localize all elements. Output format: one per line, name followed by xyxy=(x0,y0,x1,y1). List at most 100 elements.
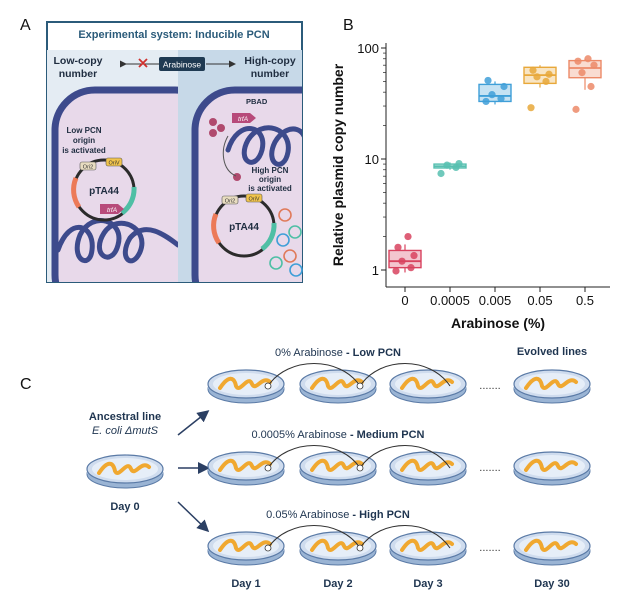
low-copy-label-1: Low-copy xyxy=(54,55,103,67)
row-arabinose: 0.05% Arabinose xyxy=(266,509,349,521)
data-point xyxy=(488,91,496,99)
data-point xyxy=(578,69,586,77)
plasmid-right-resistance xyxy=(211,213,222,245)
plate-row2-day1 xyxy=(299,531,377,566)
plasmid-copy xyxy=(278,208,292,222)
bacteria-streak xyxy=(218,458,272,472)
plasmid-left-gene xyxy=(120,186,137,216)
data-point xyxy=(497,95,505,103)
plate-row1-day1 xyxy=(299,451,377,486)
trfa-arrow-right xyxy=(232,113,256,123)
arabinose-box xyxy=(159,57,205,71)
data-point xyxy=(410,251,418,260)
x-tick-label: 0.0005 xyxy=(430,293,470,308)
data-point xyxy=(482,97,490,106)
bacteria-streak xyxy=(218,538,272,552)
transfer-pick xyxy=(264,544,272,552)
data-point xyxy=(590,61,598,69)
row-arabinose: 0.0005% Arabinose xyxy=(251,429,346,441)
panel-a-letter: A xyxy=(20,17,31,34)
low-copy-label-2: number xyxy=(59,68,98,80)
row-pcn: - High PCN xyxy=(349,509,410,521)
panel-a-title: Experimental system: Inducible PCN xyxy=(78,29,269,41)
data-point xyxy=(443,161,451,169)
data-point xyxy=(484,76,492,85)
bacteria-streak xyxy=(310,538,364,552)
bacteria-streak xyxy=(400,376,454,390)
low-pcn-note-1: Low PCN xyxy=(66,126,101,135)
protein-path xyxy=(222,135,237,177)
data-point xyxy=(529,66,537,74)
day-label: Day 30 xyxy=(534,578,569,590)
data-point xyxy=(392,267,400,275)
low-pcn-note-2: origin xyxy=(73,136,95,145)
oriv-right xyxy=(245,193,263,203)
transfer-pick xyxy=(356,464,364,472)
high-copy-label-1: High-copy xyxy=(244,55,295,67)
row-pcn: - Low PCN xyxy=(343,347,401,359)
high-copy-label-2: number xyxy=(251,68,290,80)
data-point xyxy=(533,73,541,81)
x-tick-label: 0.05 xyxy=(527,293,552,308)
transfer-pick xyxy=(356,382,364,390)
data-point xyxy=(437,169,445,178)
trfa-protein-3 xyxy=(209,129,217,137)
ellipsis: ....... xyxy=(479,380,500,392)
plasmid-left-label: pTA44 xyxy=(89,186,119,197)
high-pcn-note-3: is activated xyxy=(248,184,292,193)
plasmid-copy xyxy=(283,249,297,263)
plasmid-right-gene xyxy=(260,222,277,252)
panel-b-letter: B xyxy=(343,17,354,34)
high-pcn-note-1: High PCN xyxy=(252,166,289,175)
plate-row2-day3 xyxy=(513,531,591,566)
plasmid-right-label: pTA44 xyxy=(229,222,259,233)
panel-c-letter: C xyxy=(20,376,32,393)
low-pcn-note-3: is activated xyxy=(62,146,106,155)
plate-row2-day0 xyxy=(207,531,285,566)
panel-c: Ancestral line E. coli ΔmutS Day 0 Evolv… xyxy=(86,346,591,590)
data-point xyxy=(587,82,595,91)
plate-row0-day3 xyxy=(513,369,591,404)
day-label: Day 1 xyxy=(231,578,260,590)
ellipsis: ....... xyxy=(479,542,500,554)
block-x-icon xyxy=(138,58,148,68)
arrow-to-low xyxy=(177,410,210,436)
trfa-protein-1 xyxy=(209,118,217,126)
plate-row1-day0 xyxy=(207,451,285,486)
plasmid-copy xyxy=(289,263,303,277)
row-label-2: 0.05% Arabinose - High PCN xyxy=(266,509,410,521)
trfa-arrow-left xyxy=(100,204,124,214)
bacteria-streak xyxy=(524,458,578,472)
chromosome-left xyxy=(55,218,178,264)
data-point xyxy=(394,243,402,251)
transfer-pick xyxy=(264,382,272,390)
row-arabinose: 0% Arabinose xyxy=(275,347,343,359)
plate-row0-day2 xyxy=(389,369,467,404)
day0-label: Day 0 xyxy=(110,501,139,513)
ori2-left-label: Ori2 xyxy=(83,165,93,171)
ancestral-line-label: Ancestral line xyxy=(89,411,161,423)
bacteria-streak xyxy=(524,538,578,552)
x-tick-label: 0.005 xyxy=(479,293,512,308)
transfer-pick xyxy=(356,544,364,552)
low-copy-cell xyxy=(51,86,178,282)
data-point xyxy=(398,257,406,265)
y-tick-label: 100 xyxy=(357,41,379,56)
panel-a: Experimental system: Inducible PCN Low-c… xyxy=(46,21,303,283)
data-point xyxy=(527,104,535,112)
bacteria-streak xyxy=(310,458,364,472)
copy-number-chart: Relative plasmid copy number Arabinose (… xyxy=(330,41,610,331)
chromosome-right xyxy=(225,125,302,167)
trfa-protein-4 xyxy=(233,173,241,181)
trfa-left-label: trfA xyxy=(107,207,117,214)
transfer-arc xyxy=(359,363,451,387)
high-pcn-note-2: origin xyxy=(259,175,281,184)
day-label: Day 3 xyxy=(413,578,442,590)
transfer-arc xyxy=(267,363,361,387)
plate-row2-day2 xyxy=(389,531,467,566)
evolved-lines-label: Evolved lines xyxy=(517,346,587,358)
plate-row0-day0 xyxy=(207,369,285,404)
bacteria-streak xyxy=(310,376,364,390)
ori2-left xyxy=(79,161,97,171)
transfer-pick xyxy=(264,464,272,472)
